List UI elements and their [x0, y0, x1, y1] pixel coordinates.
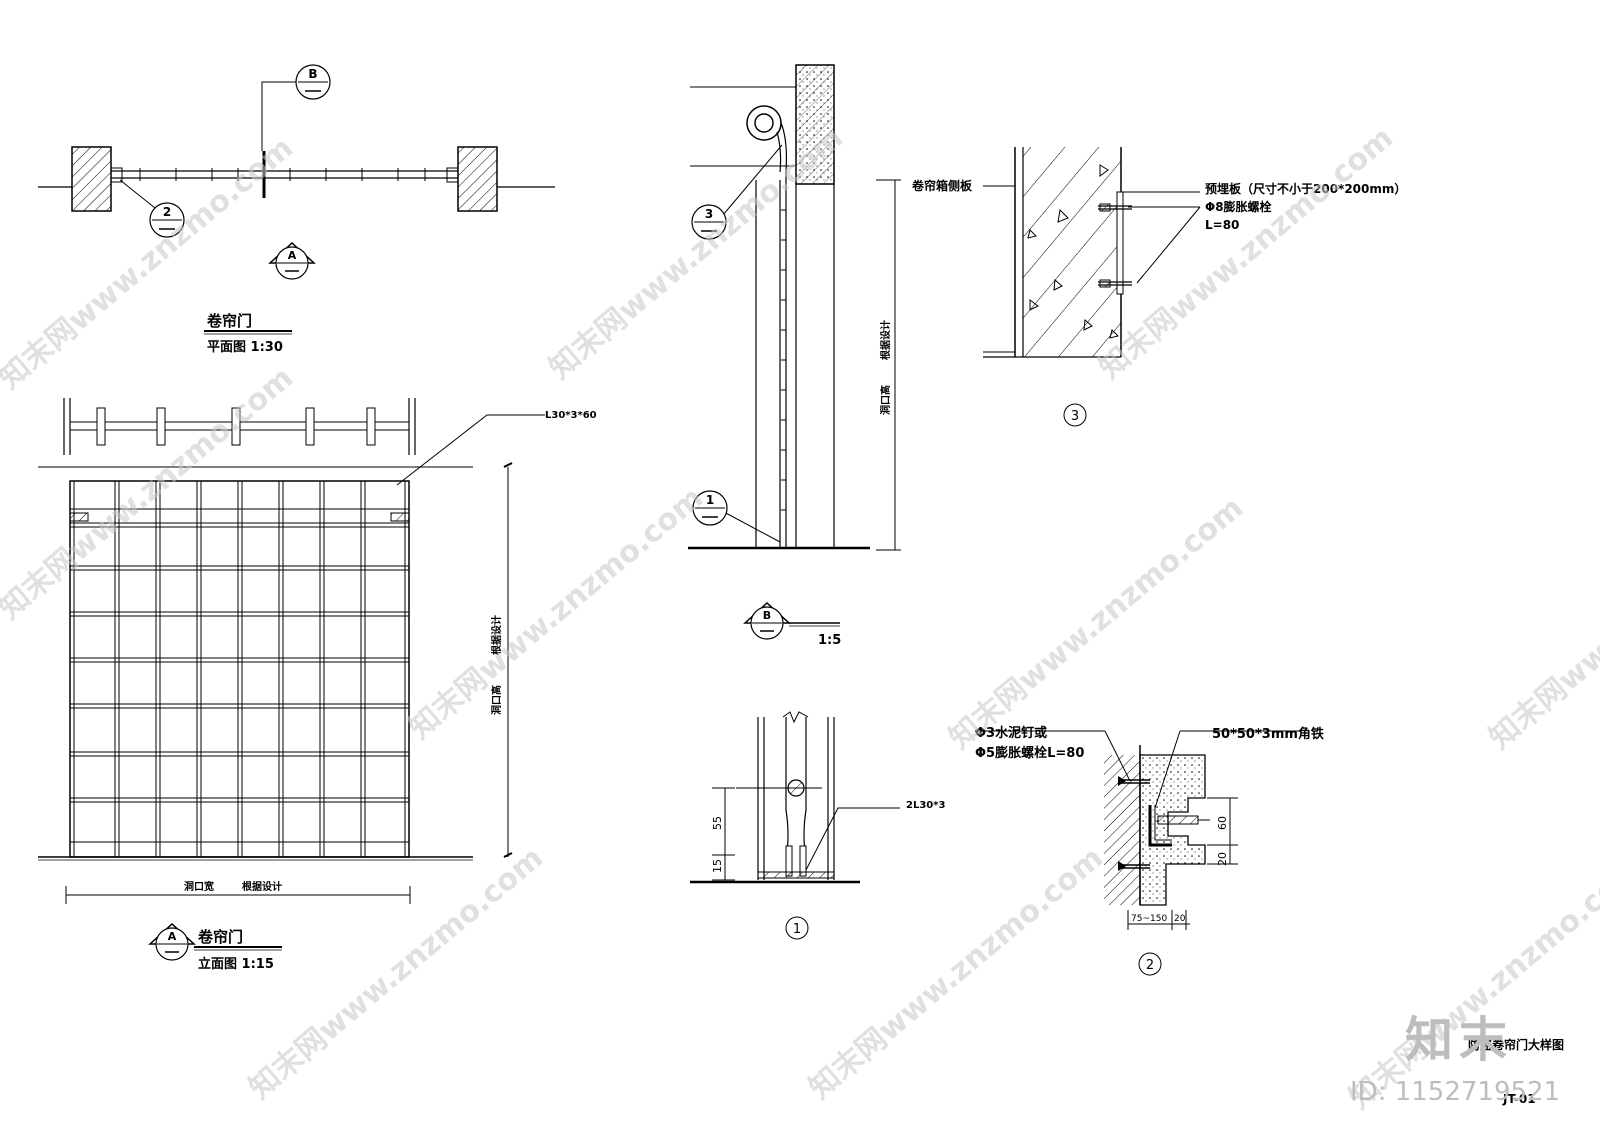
- section-b-height-note: 根据设计: [879, 320, 892, 360]
- detail-2-nail-2: Φ5膨胀螺栓L=80: [975, 745, 1084, 761]
- plan-section-a: A: [288, 249, 297, 262]
- plan-wall-right: [457, 146, 498, 212]
- watermark-text: 知末网www.znzmo.com: [1483, 490, 1600, 756]
- callout-2-label: 2: [163, 205, 171, 219]
- detail-1-dim-55: 55: [711, 816, 724, 830]
- detail-1-number: 1: [793, 922, 801, 937]
- elevation-section-a: A: [168, 930, 177, 943]
- detail-3-bolt-length: L=80: [1205, 218, 1239, 232]
- elevation-subtitle: 立面图 1:15: [198, 956, 274, 972]
- watermark-logo: 知末: [1405, 1012, 1514, 1068]
- detail-2-number: 2: [1146, 958, 1154, 973]
- watermark-text: 知末网www.znzmo.com: [803, 840, 1110, 1106]
- detail-3: 卷帘箱侧板 预埋板（尺寸不小于200*200mm） Φ8膨胀螺栓 L=80 3: [911, 147, 1406, 427]
- section-b-height-label: 洞口高: [879, 385, 892, 415]
- watermark-id: ID: 1152719521: [1350, 1077, 1561, 1107]
- watermark-text: 知末网www.znzmo.com: [1093, 120, 1400, 386]
- detail-3-number: 3: [1071, 409, 1079, 424]
- callout-1-label: 1: [706, 493, 714, 507]
- watermark-text: 知末网www.znzmo.com: [943, 490, 1250, 756]
- watermark-text: 知末网www.znzmo.com: [0, 130, 300, 396]
- watermark-text: 知末网www.znzmo.com: [543, 120, 850, 386]
- detail-2-dim-20b: 20: [1174, 914, 1186, 924]
- detail-2-dim-60: 60: [1216, 816, 1229, 830]
- detail-2-nail-1: Φ3水泥钉或: [975, 725, 1047, 741]
- detail-3-embed-plate: 预埋板（尺寸不小于200*200mm）: [1205, 181, 1406, 196]
- detail-2-wall: [1104, 755, 1140, 905]
- roller-drum: [746, 105, 782, 141]
- detail-2: Φ3水泥钉或 Φ5膨胀螺栓L=80 50*50*3mm角铁 60 20 75~1…: [975, 725, 1324, 976]
- sheet-title: 防盗卷帘门大样图: [1468, 1038, 1565, 1052]
- detail-3-bolt: Φ8膨胀螺栓: [1205, 199, 1272, 214]
- elevation-title: 卷帘门: [197, 928, 243, 946]
- detail-1: 55 15 2L30*3 1: [690, 711, 945, 940]
- elevation-height-note: 根据设计: [490, 615, 503, 655]
- section-b-label: B: [763, 609, 771, 622]
- detail-3-concrete: [1023, 147, 1121, 357]
- elevation-height-label: 洞口高: [490, 685, 503, 715]
- elevation-angle-label: L30*3*60: [545, 410, 597, 421]
- detail-1-angle: 2L30*3: [906, 800, 945, 811]
- detail-2-angle: 50*50*3mm角铁: [1212, 726, 1324, 742]
- detail-3-side-plate: 卷帘箱侧板: [911, 178, 973, 193]
- plan-view: B 2 A 卷帘门 平面图 1:30: [38, 64, 555, 355]
- callout-3-label: 3: [705, 207, 713, 221]
- plan-wall-left: [71, 146, 112, 212]
- callout-b-label: B: [308, 67, 317, 81]
- watermark-text: 知末网www.znzmo.com: [403, 480, 710, 746]
- detail-2-dim-range: 75~150: [1131, 914, 1167, 924]
- plan-subtitle: 平面图 1:30: [207, 340, 283, 355]
- elevation-door-panel: [69, 480, 410, 858]
- elevation-width-note: 根据设计: [242, 880, 282, 893]
- watermark-text: 知末网www.znzmo.com: [243, 840, 550, 1106]
- sheet-number: JT-01: [1503, 1092, 1536, 1106]
- detail-2-dim-20: 20: [1216, 852, 1229, 866]
- detail-1-dim-15: 15: [711, 859, 724, 873]
- elevation-view: L30*3*60 洞口高 根据设计 洞口宽 根据设计 A 卷帘门 立面图 1:1…: [38, 398, 597, 972]
- elevation-width-label: 洞口宽: [184, 880, 214, 893]
- section-b-scale: 1:5: [818, 633, 841, 648]
- section-b-view: 3 1 洞口高 根据设计 B 1:5: [688, 64, 901, 648]
- plan-title: 卷帘门: [206, 312, 252, 330]
